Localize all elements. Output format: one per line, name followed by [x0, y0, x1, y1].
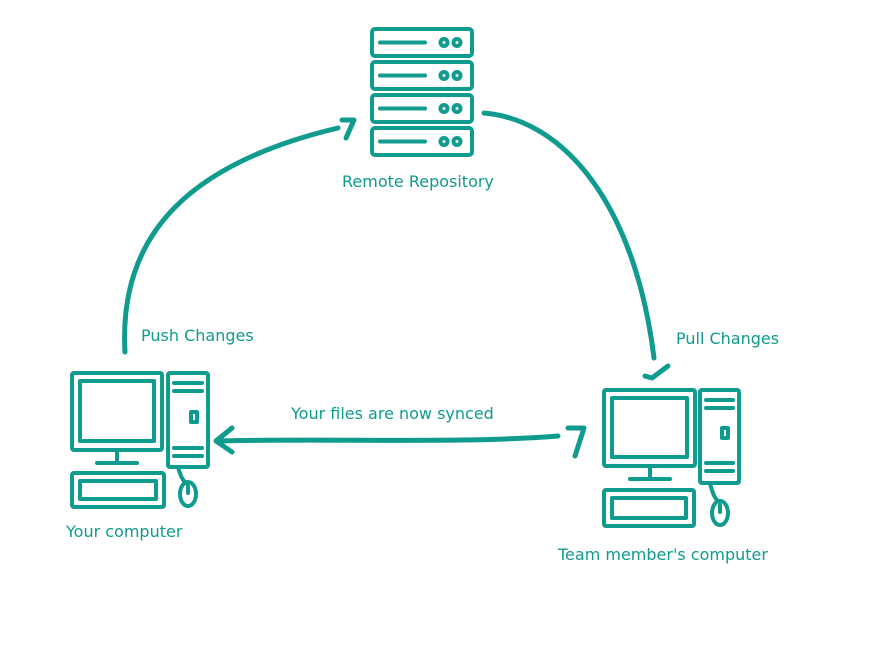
monitor	[602, 388, 697, 468]
tower	[698, 388, 741, 485]
team-computer-label: Team member's computer	[558, 545, 768, 564]
your-computer-label: Your computer	[66, 522, 183, 541]
pull-arrow	[481, 110, 671, 381]
server-rack-icon	[370, 27, 474, 157]
server-unit	[370, 93, 474, 124]
server-label: Remote Repository	[342, 172, 494, 191]
push-changes-label: Push Changes	[141, 326, 254, 345]
tower	[166, 371, 210, 469]
mouse	[178, 480, 198, 508]
mouse	[710, 499, 730, 527]
pull-changes-label: Pull Changes	[676, 329, 780, 348]
server-unit	[370, 27, 474, 58]
keyboard	[602, 488, 696, 528]
desktop-computer-icon	[602, 388, 741, 528]
server-unit	[370, 60, 474, 91]
monitor	[70, 371, 164, 452]
monitor-screen	[78, 379, 156, 443]
monitor-screen	[610, 396, 689, 459]
push-arrow	[122, 117, 357, 355]
keyboard	[70, 471, 166, 509]
sync-label: Your files are now synced	[291, 404, 494, 423]
sync-arrow	[213, 425, 587, 459]
server-unit	[370, 126, 474, 157]
desktop-computer-icon	[70, 371, 210, 509]
